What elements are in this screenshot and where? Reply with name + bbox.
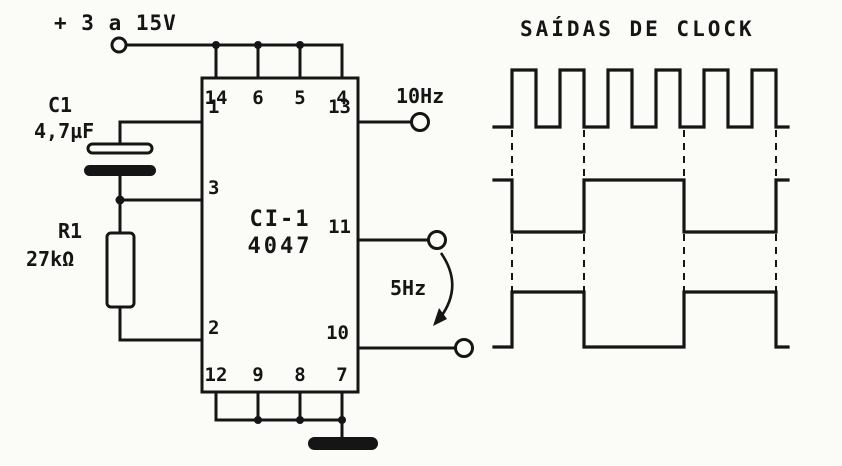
pin-label-13: 13 [328,96,351,118]
junction-dot [115,195,125,205]
capacitor-plate-bottom [84,165,156,176]
ground-symbol [308,437,378,450]
output-terminal-10hz [410,112,430,132]
ic-outputs: 10Hz 5Hz [356,84,474,358]
junction-dot [338,416,346,424]
ic-part-label: 4047 [248,234,313,259]
power-label: + 3 a 15V [54,11,177,35]
pin-label-10: 10 [326,322,349,344]
junction-dot [254,41,262,49]
pin-label-12: 12 [205,364,228,386]
junction-dot [254,416,262,424]
pin-label-4: 4 [336,87,347,109]
trace-5hz-complement [492,290,790,349]
ground-rail-wire [214,390,344,422]
trace-10hz [492,68,790,129]
pin-label-1: 1 [208,96,219,118]
pin-label-8: 8 [294,364,305,386]
capacitor-plate-top [86,142,154,155]
pin-label-9: 9 [252,364,263,386]
pin-label-7: 7 [336,364,347,386]
ic-name-label: CI-1 [250,207,311,232]
trace-5hz [492,178,790,234]
5hz-arrowhead [433,308,447,326]
pin-label-6: 6 [252,87,263,109]
junction-dot [296,416,304,424]
5hz-arrow-curve [438,252,454,319]
waveform-title: SAÍDAS DE CLOCK [520,16,755,41]
pin1-wire [118,120,204,146]
pin-label-5: 5 [294,87,305,109]
capacitor-ref-label: C1 [48,93,72,117]
ic-body [200,76,360,394]
output-10hz-label: 10Hz [396,84,444,108]
ground-rail [214,390,378,450]
output-5hz-label: 5Hz [390,276,426,300]
output-terminal-q [427,230,447,250]
pin2-wire [118,305,204,342]
pin-label-3: 3 [208,177,219,199]
rc-network: C1 4,7µF R1 27kΩ [26,93,204,342]
junction-dot [296,41,304,49]
power-terminal [110,36,128,54]
capacitor-value-label: 4,7µF [34,119,94,143]
waveform-panel: SAÍDAS DE CLOCK [492,16,790,349]
ic-4047: CI-1 4047 14 6 5 4 12 9 8 7 1 3 2 13 11 … [200,76,360,394]
pin-label-14: 14 [205,87,228,109]
power-rail-wire [124,43,344,80]
resistor-value-label: 27kΩ [26,247,74,271]
waveform-dashed-guides [511,130,777,298]
resistor-ref-label: R1 [58,219,82,243]
pin-label-11: 11 [328,216,351,238]
junction-dot [212,41,220,49]
output-terminal-qbar [454,338,474,358]
resistor-body [105,231,136,309]
pin-label-2: 2 [208,317,219,339]
power-rail: + 3 a 15V [54,11,344,80]
